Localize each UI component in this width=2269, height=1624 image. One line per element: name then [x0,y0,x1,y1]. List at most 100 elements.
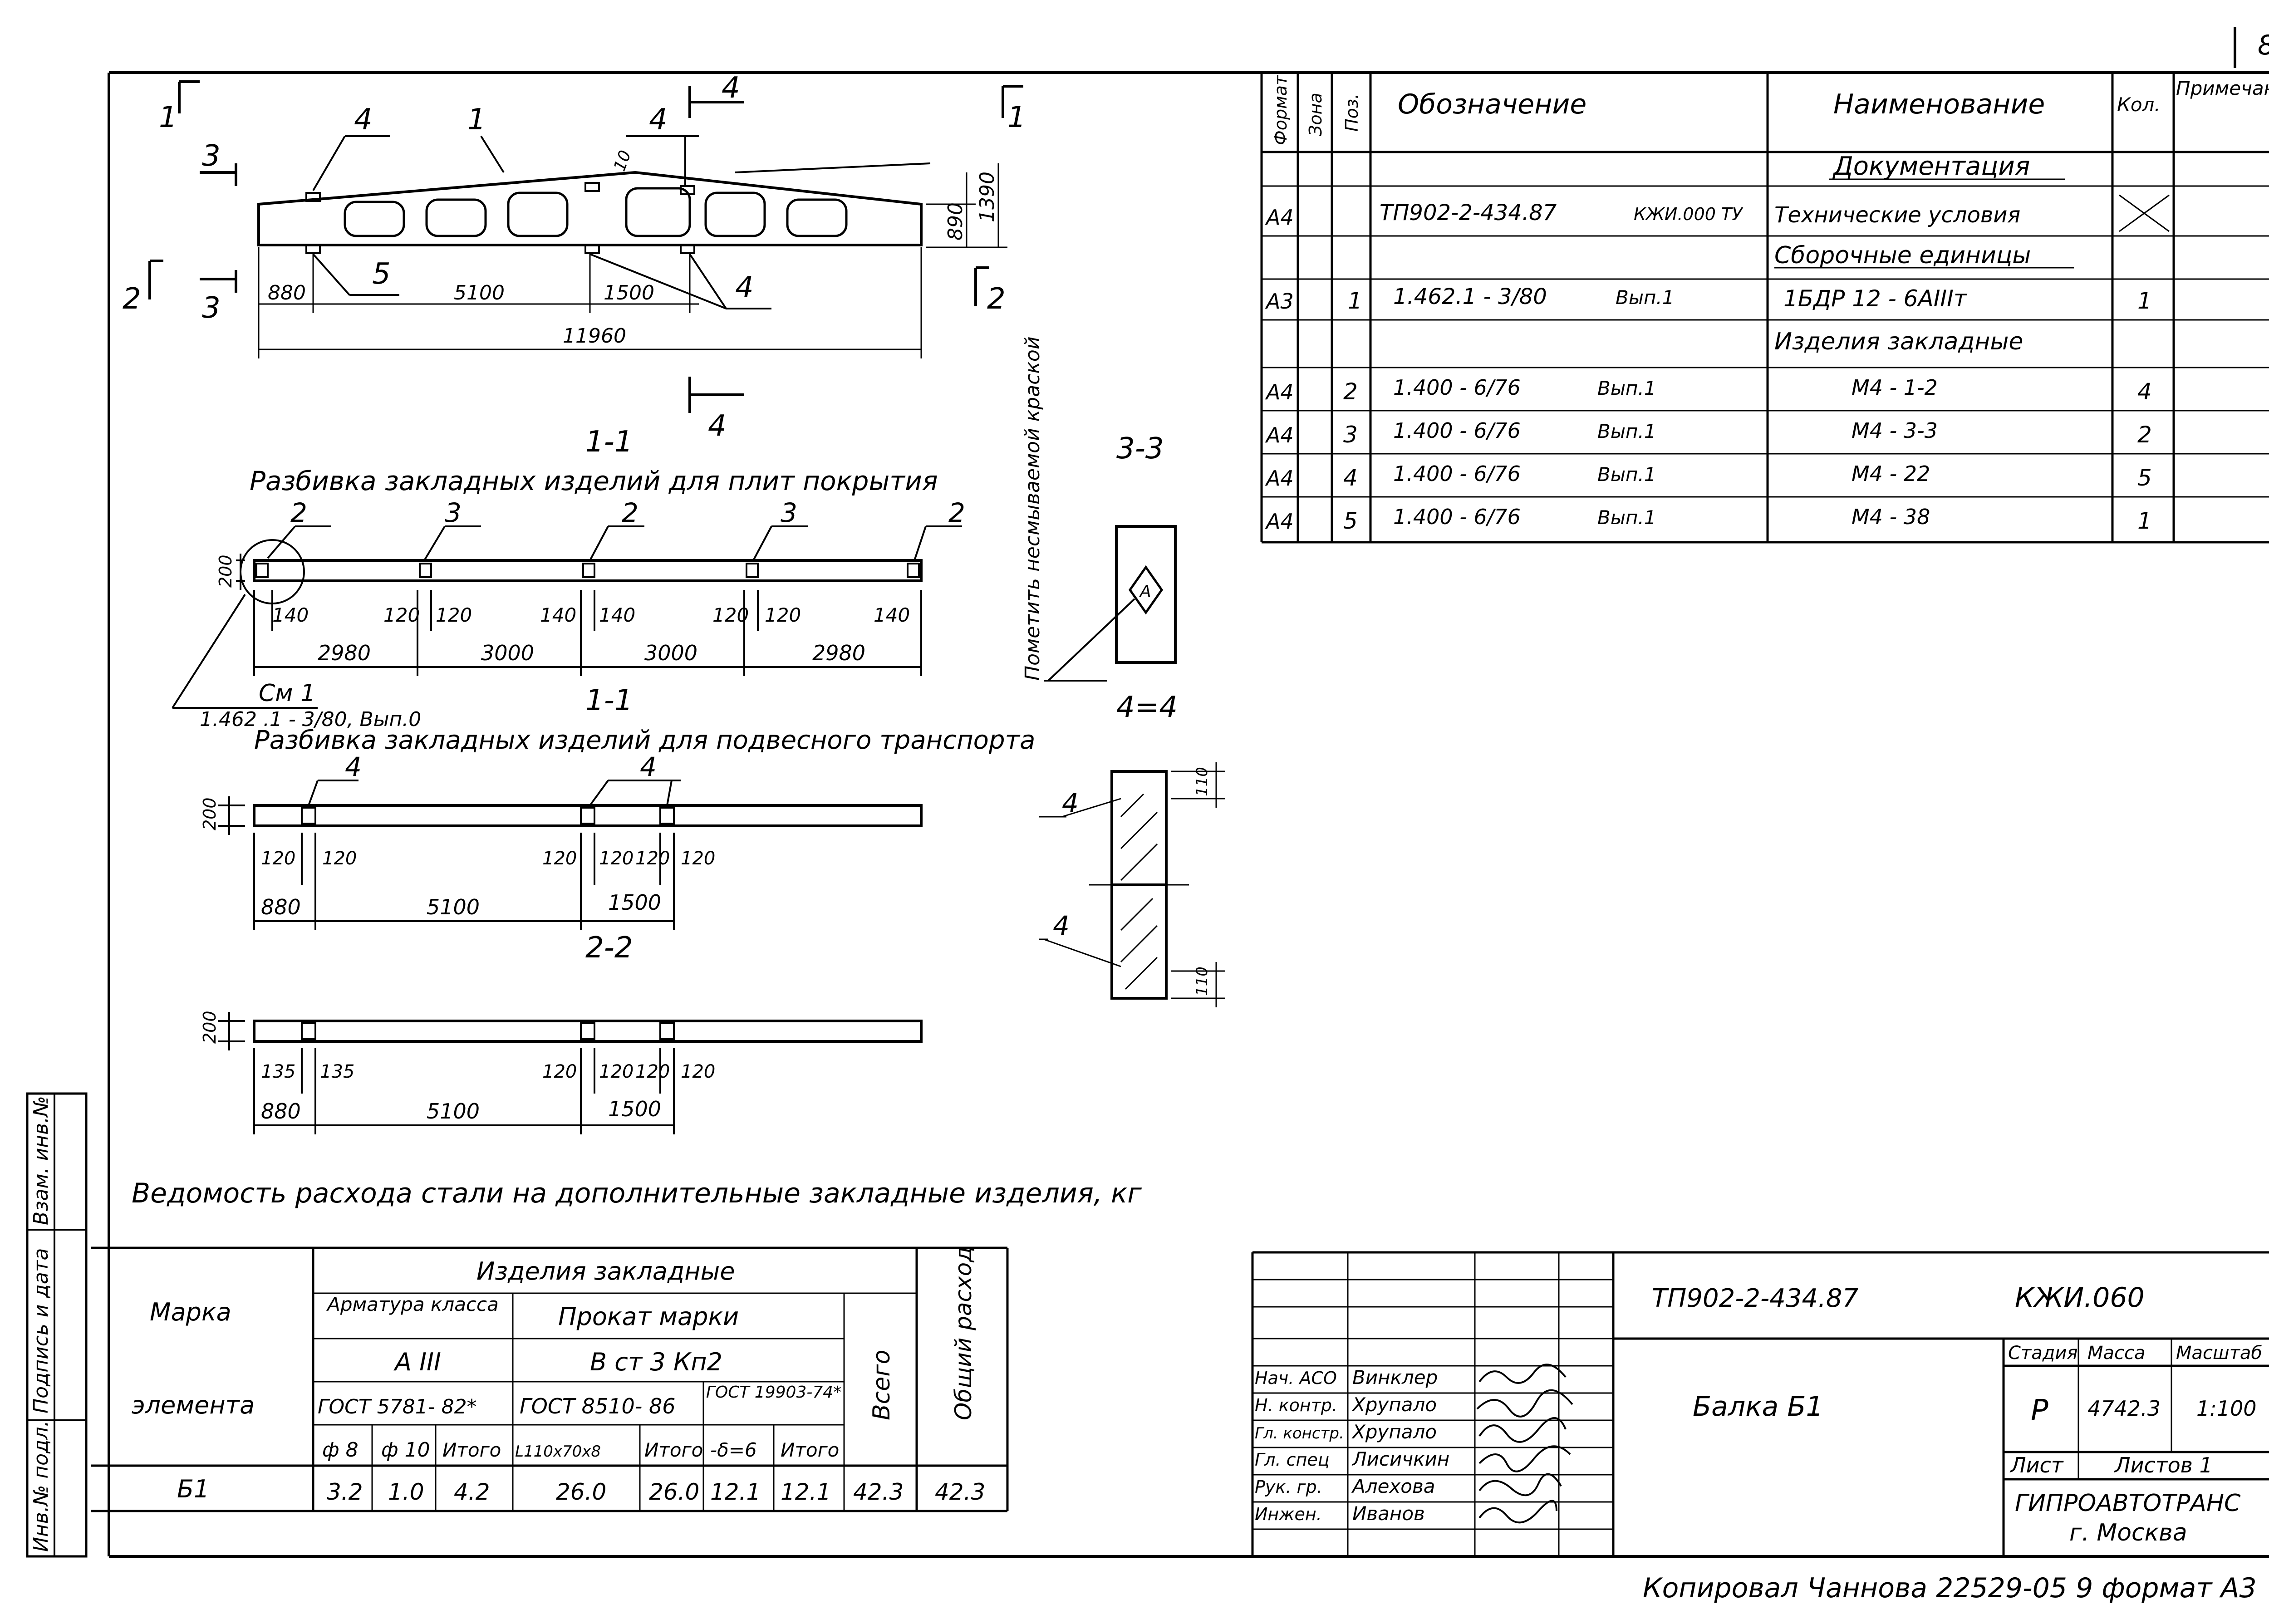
section-4-4: 4=4 4 4 110 110 [1039,691,1225,1007]
sec11b-pos-b: 4 [640,751,657,782]
tb-role-2: Гл. констр. [1255,1424,1344,1442]
sec11a-L1: 3000 [481,641,534,665]
steel-h-rebar-class: А III [393,1348,441,1376]
signature-2 [1478,1417,1567,1443]
dim-880: 880 [268,281,306,304]
dim-5100: 5100 [454,281,505,304]
sec11a-d6: 120 [765,604,801,626]
steel-row-mark: Б1 [177,1475,209,1503]
tb-mass-h: Масса [2087,1343,2146,1364]
tb-name: Балка Б1 [1693,1391,1823,1423]
steel-h-rolled: Прокат марки [558,1302,739,1331]
sec11a-L0: 2980 [318,641,371,665]
steel-total: 42.3 [853,1479,904,1505]
spec-r5-format: А4 [1265,509,1294,534]
spec-r4-extra: Вып.1 [1597,463,1656,486]
tb-sheet-h: Лист [2009,1453,2064,1477]
steel-v-5: 12.1 [710,1479,761,1505]
sec11a-pos-2: 2 [622,497,638,528]
sec22-label: 2-2 [585,931,633,965]
sec22-L2: 1500 [608,1097,661,1121]
spec-r1-designation: 1.462.1 - 3/80 [1393,284,1547,309]
spec-r1-extra: Вып.1 [1616,286,1675,309]
spec-r5-designation: 1.400 - 6/76 [1393,505,1521,529]
sec44-d-top: 110 [1193,767,1211,796]
steel-h-total: Всего [868,1350,895,1420]
elev-dim-10: 10 [610,148,635,174]
sec11b-d3: 120 [599,848,634,869]
sec11a-d1: 120 [383,604,420,626]
tb-role-3: Гл. спец [1255,1450,1330,1470]
signature-5 [1478,1500,1557,1524]
tb-person-0: Винклер [1352,1366,1438,1388]
spec-r2-name: М4 - 1-2 [1852,375,1938,400]
tb-stage: Р [2031,1394,2048,1428]
tb-city: г. Москва [2069,1519,2187,1546]
spec-r4-name: М4 - 22 [1852,461,1930,486]
side-stamp-sign: Подпись и дата [29,1248,53,1413]
spec-r3-format: А4 [1265,423,1294,447]
spec-r4-format: А4 [1265,466,1294,491]
tb-person-4: Алехова [1351,1475,1435,1497]
sheet-frame [108,27,2269,1558]
sec11b-L0: 880 [261,895,301,919]
sec11-title-a: Разбивка закладных изделий для плит покр… [250,466,938,496]
elev-pos-4a: 4 [354,103,373,137]
tb-person-1: Хрупало [1351,1393,1437,1416]
sec11a-leader-mark: См 1 [259,680,315,707]
elev-pos-5: 5 [372,257,391,291]
spec-sec-units: Сборочные единицы [1774,242,2031,269]
steel-v-0: 3.2 [327,1479,363,1505]
steel-h-overall: Общий расход [950,1246,977,1420]
spec-r3-pos: 3 [1343,422,1358,448]
elevation-dimensions [258,163,1007,358]
signature-0 [1478,1364,1567,1384]
sec11a-pos-0: 2 [290,497,307,528]
spec-h-format: Формат [1271,74,1291,145]
sec11b-d5: 120 [681,848,715,869]
sec-1-right: 1 [1007,101,1026,134]
side-stamp-replace: Взам. инв.№ [29,1096,53,1225]
spec-r1-format: А3 [1265,289,1294,314]
sec11b-d2: 120 [542,848,577,869]
spec-sec-docs: Документация [1832,152,2030,181]
steel-col-0: ф 8 [322,1438,359,1462]
spec-r5-pos: 5 [1343,508,1358,534]
tb-role-0: Нач. АСО [1255,1368,1337,1388]
sheet-number: 8 [2258,29,2269,61]
sec11a-d3: 140 [540,604,576,626]
spec-h-designation: Обозначение [1398,88,1586,120]
tb-sheets-h: Листов 1 [2114,1453,2213,1477]
steel-title: Ведомость расхода стали на дополнительны… [132,1178,1142,1209]
elev-pos-4b: 4 [649,103,668,137]
sec22-d0: 135 [261,1061,295,1082]
beam-elevation: 4 1 4 5 4 10 1 1 3 3 2 2 4 4 [123,71,1026,443]
steel-h-rolled-gost2: ГОСТ 19903-74* [706,1384,842,1402]
title-block: ТП902-2-434.87 КЖИ.060 Балка Б1 Стадия М… [1251,1251,2269,1556]
tb-role-5: Инжен. [1255,1504,1322,1524]
signature-3 [1478,1445,1571,1472]
signature-4 [1478,1473,1562,1496]
spec-r2-qty: 4 [2137,378,2152,405]
specification-table: Формат Зона Поз. Обозначение Наименовани… [1260,73,2269,544]
sec11-label-b: 1-1 [585,684,633,717]
steel-v-6: 12.1 [781,1479,831,1505]
tb-scale: 1:100 [2196,1396,2257,1421]
sec33-marker: А [1139,582,1151,601]
sec11a-d5: 120 [712,604,749,626]
steel-col-5: -δ=6 [710,1439,757,1461]
sec11-title-b: Разбивка закладных изделий для подвесног… [254,726,1035,755]
sec11-label-a: 1-1 [585,425,633,459]
sec11b-h200: 200 [200,797,220,830]
steel-col-2: Итого [442,1439,501,1461]
sec22-h200: 200 [200,1011,220,1044]
steel-h-rebar-gost: ГОСТ 5781- 82* [318,1395,477,1418]
sec11a-d4: 140 [599,604,635,626]
steel-v-2: 4.2 [454,1479,490,1505]
section-3-3: 3-3 А Пометить несмываемой краской [1021,337,1177,682]
tb-code2: КЖИ.060 [2015,1282,2145,1314]
beam-openings [344,187,848,237]
steel-h-element: элемента [132,1391,255,1419]
sec-3-bottom: 3 [202,291,221,325]
spec-h-note: Примечание [2176,77,2269,99]
